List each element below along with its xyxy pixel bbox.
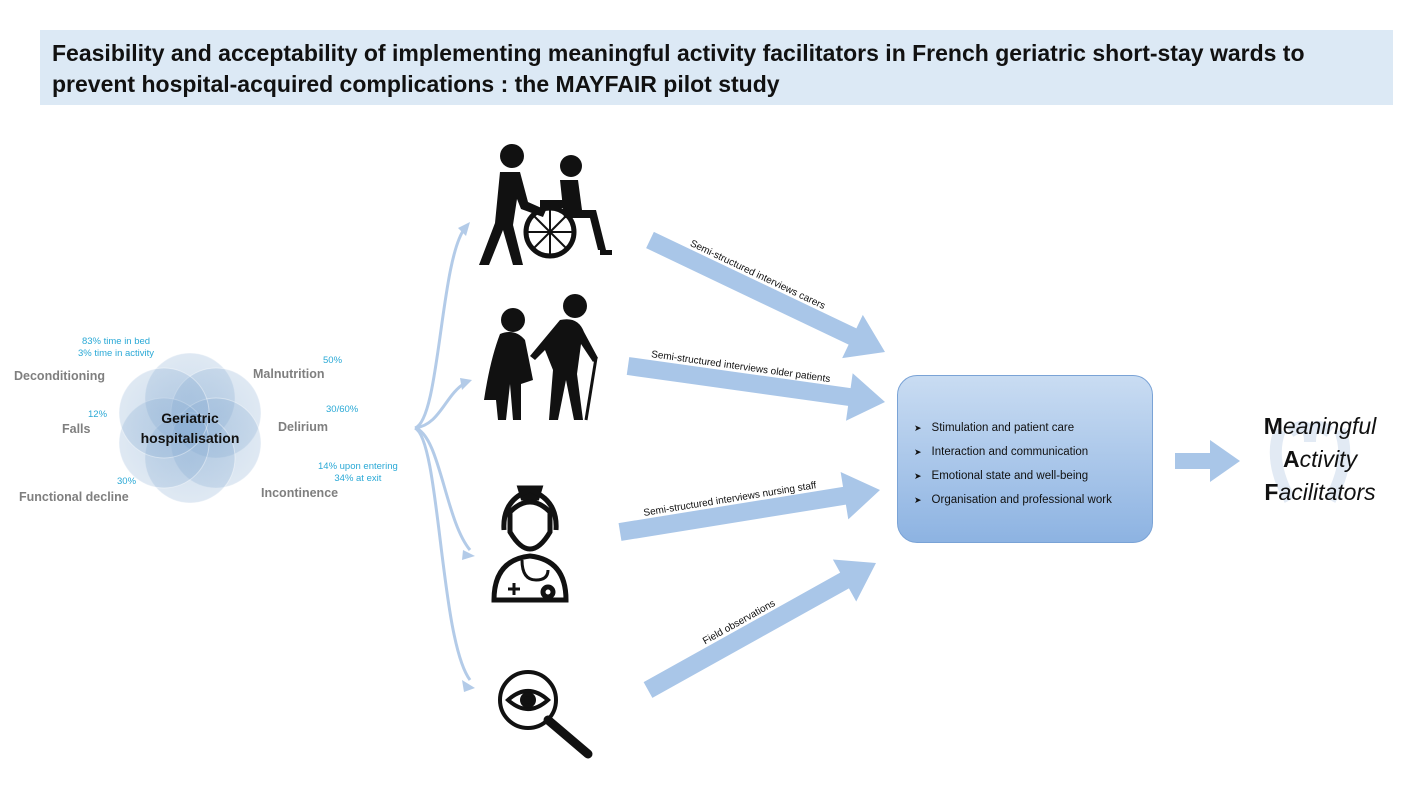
theme-item: ➤ Organisation and professional work [914, 488, 1152, 512]
themes-box: ➤ Stimulation and patient care ➤ Interacti… [897, 375, 1153, 543]
initial: M [1263, 413, 1283, 439]
branch-arrow-patients [414, 381, 466, 430]
method-arrow [618, 472, 880, 541]
title-text: Feasibility and acceptability of impleme… [52, 40, 1305, 97]
hands-heart-watermark [1269, 420, 1351, 503]
complication-incontinence: Incontinence [261, 486, 339, 500]
arrow-bullet-icon: ➤ [914, 471, 922, 481]
outcome-line: Activity [1240, 443, 1400, 476]
rest: eaningful [1282, 413, 1377, 439]
stat-line: 14% upon entering [318, 461, 398, 472]
outcome-arrow [1175, 440, 1240, 482]
older-patients-icon [484, 294, 598, 421]
branch-arrows [414, 227, 472, 681]
stat-line: 34% at exit [334, 473, 382, 484]
method-arrow [626, 357, 885, 421]
arrow-bullet-icon: ➤ [914, 495, 922, 505]
method-arrow [646, 231, 885, 359]
venn-petal [118, 367, 210, 459]
complication-delirium: Delirium [278, 420, 329, 434]
stat-delirium: 30/60% [326, 404, 359, 415]
theme-label: Stimulation and patient care [931, 422, 1075, 434]
outcome-line: Meaningful [1240, 410, 1400, 443]
method-arrow [643, 559, 876, 698]
stat-line: 83% time in bed [81, 336, 151, 347]
center-line-2: hospitalisation [140, 430, 240, 446]
branch-arrowheads [458, 222, 475, 692]
complication-functional-decline: Functional decline [19, 490, 129, 504]
arrow-bullet-icon: ➤ [914, 447, 922, 457]
theme-label: Organisation and professional work [931, 494, 1112, 506]
theme-label: Emotional state and well-being [931, 470, 1089, 482]
center-line-1: Geriatric [161, 410, 219, 426]
outcome-label: Meaningful Activity Facilitators [1240, 410, 1400, 509]
title-banner: Feasibility and acceptability of impleme… [40, 30, 1393, 105]
complication-deconditioning: Deconditioning [14, 369, 105, 383]
rest: acilitators [1278, 479, 1376, 505]
observation-magnifier-icon [498, 670, 593, 759]
outcome-line: Facilitators [1240, 476, 1400, 509]
initial: A [1282, 446, 1300, 472]
branch-arrow-nurses [414, 426, 472, 551]
complication-malnutrition: Malnutrition [253, 367, 325, 381]
initial: F [1264, 479, 1279, 505]
rest: ctivity [1299, 446, 1358, 472]
branch-arrow-observation [414, 426, 472, 681]
theme-item: ➤ Emotional state and well-being [914, 464, 1152, 488]
theme-label: Interaction and communication [931, 446, 1089, 458]
stat-line: 3% time in activity [78, 348, 155, 359]
complication-falls: Falls [62, 422, 91, 436]
stat-falls: 12% [88, 409, 108, 420]
arrow-bullet-icon: ➤ [914, 423, 922, 433]
stat-functional-decline: 30% [117, 476, 137, 487]
theme-item: ➤ Interaction and communication [914, 440, 1152, 464]
carer-wheelchair-icon [479, 144, 612, 265]
branch-arrow-carers [414, 227, 467, 430]
stat-malnutrition: 50% [323, 355, 343, 366]
venn-diagram [118, 352, 262, 504]
theme-item: ➤ Stimulation and patient care [914, 416, 1152, 440]
nurse-icon [491, 485, 569, 603]
venn-center-label: Geriatric hospitalisation [125, 408, 255, 448]
method-arrows: Semi-structured interviews carersSemi-st… [618, 231, 885, 698]
